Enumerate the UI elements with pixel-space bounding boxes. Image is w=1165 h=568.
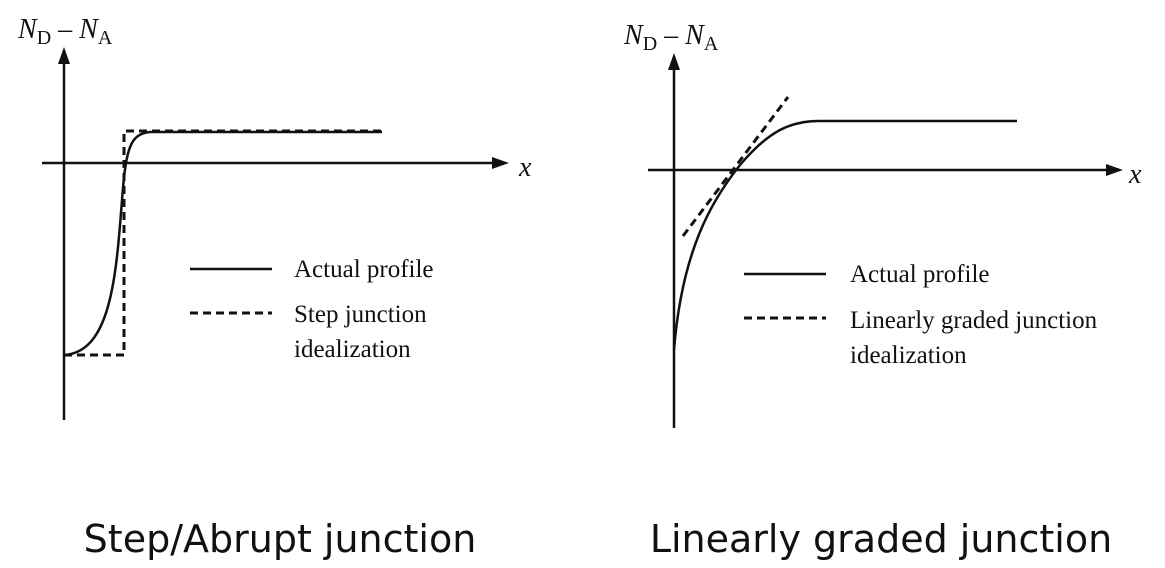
left-caption: Step/Abrupt junction xyxy=(84,517,477,561)
left-legend-ideal-label-line2: idealization xyxy=(294,336,411,363)
right-legend-actual-label: Actual profile xyxy=(850,261,990,288)
left-legend-actual-label: Actual profile xyxy=(294,256,434,283)
left-y-axis-label: ND – NA xyxy=(17,14,113,49)
linearly-graded-junction-panel: ND – NA x Actual profile Linearly graded… xyxy=(623,20,1142,428)
step-junction-idealization-curve xyxy=(64,129,382,357)
left-actual-profile-curve xyxy=(63,130,382,357)
right-actual-profile-curve xyxy=(672,119,1017,351)
right-x-axis-label: x xyxy=(1128,159,1142,190)
right-y-axis-label: ND – NA xyxy=(623,20,719,55)
right-y-axis-arrow xyxy=(668,53,680,70)
left-legend-ideal-label-line1: Step junction xyxy=(294,301,427,328)
linearly-graded-idealization-line xyxy=(681,96,790,237)
right-caption: Linearly graded junction xyxy=(650,517,1112,561)
right-legend-ideal-label-line1: Linearly graded junction xyxy=(850,307,1098,334)
left-x-axis-label: x xyxy=(518,152,532,183)
left-x-axis-arrow xyxy=(492,157,509,169)
right-x-axis-arrow xyxy=(1106,164,1123,176)
right-legend-ideal-label-line2: idealization xyxy=(850,342,967,369)
step-junction-panel: ND – NA x Actual profile Step junction i… xyxy=(17,14,532,420)
left-y-axis-arrow xyxy=(58,47,70,64)
